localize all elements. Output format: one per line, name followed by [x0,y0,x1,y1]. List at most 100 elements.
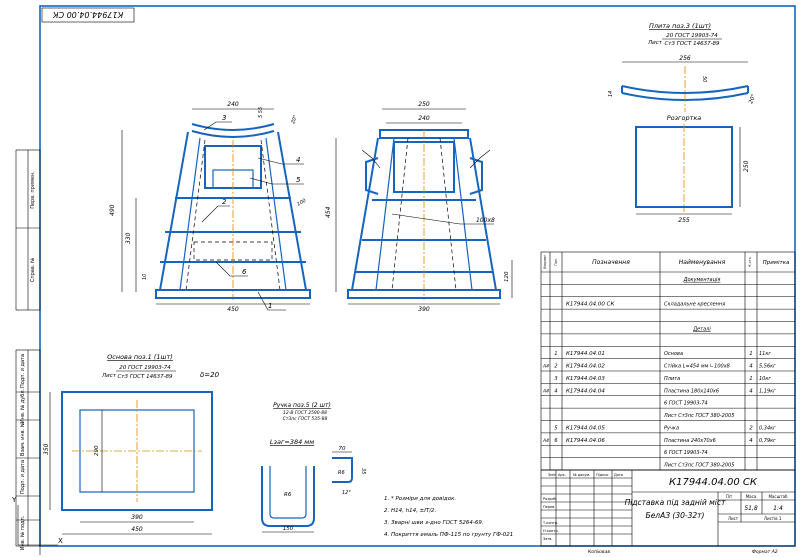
unfold-title: Розгортка [667,114,702,122]
handle-dim-12: 12° [342,490,351,496]
spec-cell-code: К17944.04.01 [566,351,605,357]
spec-cell-q: 4 [749,438,753,444]
top-stamp-text: К17944.04.00 СК [52,10,123,19]
base1-sheet-label: Лист [101,373,117,379]
svg-text:X: X [58,537,63,545]
pos-4: 4 [296,156,300,164]
pos-1: 1 [268,302,272,310]
spec-cell-name: Стійка L=454 мм ∟100х8 [664,364,730,370]
spec-cell-code: К17944.04.04 [566,388,605,394]
spec-h-code: Позначення [592,259,630,266]
spec-cell-code: К17944.04.06 [566,438,605,444]
side-dim-base: 390 [418,306,430,313]
title-mass: 51,8 [744,505,758,512]
spec-cell-q: 1 [749,376,753,382]
spec-cell-f: А4 [542,438,549,444]
copied-label: Копіював [588,549,610,555]
note-3: 3. Зварні шви з-дно ГОСТ 5264-69. [384,520,484,526]
plate3-dim-width: 256 [679,55,691,62]
handle-r6b: R6 [338,470,345,476]
side-dim-top: 250 [418,101,430,108]
spec-cell-note: 10кг [759,376,771,382]
note-4: 4. Покриття емаль ПФ-115 по грунту ГФ-02… [384,532,513,538]
spec-cell-note: 1,19кг [759,388,776,394]
role-0: Змін [548,473,556,477]
spec-cell-p: 1 [554,351,557,357]
title-block: К17944.04.00 СК Підставка під задній міс… [540,469,796,547]
role-5: Розроб. [543,497,557,501]
margin-label-2: Подп. и дата [20,354,26,388]
top-stamp: К17944.04.00 СК [41,7,135,23]
unfold-dim-h: 250 [743,160,750,172]
spec-h-format: Формат [543,255,547,269]
spec-cell-p: 4 [554,388,557,394]
spec-cell-name: 6 ГОСТ 19903-74 [664,450,708,456]
spec-cell-name: Ручка [664,425,679,431]
handle-line1: 12-В ГОСТ 2590-88 [283,410,327,416]
title-name-2: БелАЗ (30-32т) [646,511,705,520]
plate3-sheet-label: Лист [647,40,663,46]
pos-5: 5 [296,176,301,184]
side-dim-height: 454 [325,206,332,218]
pos-3: 3 [222,114,226,122]
spec-cell-q: 4 [749,388,753,394]
side-dim-top2: 240 [418,115,430,122]
title-name-1: Підставка під задній міст [625,498,726,507]
svg-text:Y: Y [11,496,17,504]
spec-cell-p: 5 [554,425,557,431]
base1-title: Основа поз.1 (1шт) [107,353,173,361]
margin-label-4: Взам. инв. № [20,421,26,456]
spec-cell-name: Лист Ст3пс ГОСТ 380-2005 [663,463,734,469]
plate3-angle: 20° [748,93,757,104]
spec-h-note: Примітка [763,260,790,266]
role-6: Перев. [543,505,555,509]
role-4: Дата [614,473,623,477]
front-dim-top: 240 [227,101,239,108]
spec-cell-name: Деталі [692,326,711,332]
handle-dim-35: 35 [360,468,366,474]
handle-detail: Ручка поз.5 (2 шт) 12-В ГОСТ 2590-88 Ст3… [261,402,366,533]
margin-label-6: Инв. № подл. [20,515,26,550]
handle-line2: Ст3пс ГОСТ 535-88 [283,416,328,422]
spec-h-pos: Поз. [554,258,558,266]
base1-detail: Основа поз.1 (1шт) 20 ГОСТ 19903-74 Лист… [43,353,220,535]
role-9: Затв. [543,537,553,541]
base1-dim-inner-h: 290 [94,445,100,456]
base1-steel: Ст3 ГОСТ 14637-89 [117,374,173,380]
plate3-title: Плита поз.3 (1шт) [649,22,711,30]
side-dim-120: 120 [504,271,510,282]
spec-cell-code: К17944.04.00 СК [566,302,615,308]
role-3: Підпис [596,473,609,477]
margin-label-5: Подп. и дата [20,460,26,494]
handle-r6: R6 [284,492,292,498]
spec-cell-note: 5,56кг [759,364,776,370]
plate3-gost: 20 ГОСТ 19903-74 [666,33,718,39]
margin-label-3: Инв. № дубл. [20,388,26,423]
title-scale: 1:4 [773,505,783,512]
pos-6: 6 [242,268,247,276]
weld-label: 100x8 [476,217,495,224]
title-lit: Літ [726,494,733,499]
title-mass-label: Маса [746,494,757,499]
role-8: Н.контр. [543,529,559,533]
front-view: 240 5 55 20° 490 330 10 450 100 3 [109,101,311,313]
base1-dim-inner-w: 390 [131,514,143,521]
base1-thickness: δ=20 [200,371,220,379]
spec-cell-p: 2 [554,364,557,370]
spec-cell-name: Документація [683,277,721,283]
plate3-dim-left: 14 [608,91,614,97]
spec-cell-q: 4 [749,364,753,370]
spec-cell-name: Лист Ст3пс ГОСТ 380-2005 [663,413,734,419]
spec-cell-p: 6 [554,438,557,444]
front-dim-height: 490 [109,204,116,216]
left-margin-stamps: Перв. примен. Справ. № Подп. и дата Инв.… [15,149,41,550]
plate3-detail: Плита поз.3 (1шт) 20 ГОСТ 19903-74 Лист … [608,22,757,112]
role-1: Арк. [558,473,566,477]
spec-cell-note: 0,34кг [759,425,776,431]
spec-cell-note: 0,79кг [759,438,776,444]
spec-cell-note: 11кг [759,351,771,357]
base1-gost: 20 ГОСТ 19903-74 [119,365,171,371]
front-dim-base: 450 [227,306,239,313]
spec-cell-name: Плита [664,376,680,382]
front-dim-angle: 20° [290,114,299,125]
